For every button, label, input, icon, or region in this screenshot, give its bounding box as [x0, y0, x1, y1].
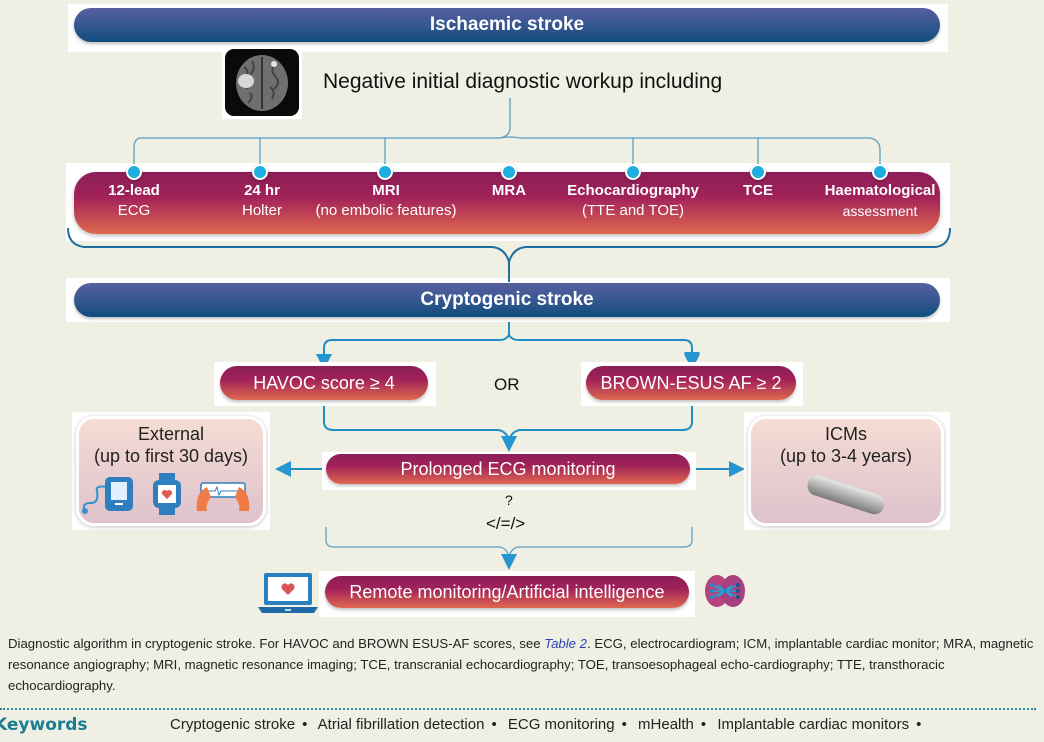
- test-echocardiography: Echocardiography (TTE and TOE): [567, 182, 699, 219]
- ischaemic-stroke-title: Ischaemic stroke: [74, 8, 940, 42]
- implantable-monitor-icon: [807, 475, 885, 515]
- test-dot: [126, 164, 142, 180]
- test-dot: [252, 164, 268, 180]
- ai-brain-icon: [704, 570, 746, 612]
- workup-bracket: [133, 98, 881, 170]
- figure-caption: Diagnostic algorithm in cryptogenic stro…: [8, 636, 1034, 693]
- havoc-score-box: HAVOC score ≥ 4: [220, 366, 428, 400]
- brown-esus-af-box: BROWN-ESUS AF ≥ 2: [586, 366, 796, 400]
- score-merge: [323, 400, 693, 444]
- keywords-label: Keywords: [0, 715, 88, 735]
- keywords-divider: [0, 708, 1036, 710]
- test-haematological: Haematological assessment: [824, 182, 936, 219]
- question-mark: ?: [505, 492, 513, 508]
- keyword: Atrial fibrillation detection: [317, 716, 485, 733]
- test-dot: [625, 164, 641, 180]
- test-tce: TCE: [743, 182, 773, 199]
- diagnostic-tests-bar: [74, 172, 940, 234]
- ischaemic-stroke-label: Ischaemic stroke: [429, 14, 585, 35]
- keyword: mHealth: [638, 716, 694, 733]
- brain-mri-icon: [222, 47, 302, 119]
- score-split: [323, 322, 692, 360]
- test-dot: [501, 164, 517, 180]
- external-monitoring-box: External (up to first 30 days): [76, 416, 266, 526]
- prolonged-ecg-monitoring-box: Prolonged ECG monitoring: [326, 454, 690, 484]
- icm-duration: (up to 3-4 years): [779, 446, 913, 466]
- comparison-symbol: </=/>: [486, 514, 526, 533]
- flow-connectors: [67, 98, 951, 570]
- test-dot: [377, 164, 393, 180]
- test-holter: 24 hr Holter: [241, 182, 283, 219]
- external-title: External: [137, 424, 205, 444]
- remote-monitoring-ai-box: Remote monitoring/Artificial intelligenc…: [325, 576, 689, 608]
- icm-title: ICMs: [825, 424, 867, 444]
- or-label: OR: [494, 375, 520, 394]
- workup-text: Negative initial diagnostic workup inclu…: [323, 70, 723, 93]
- keywords-list: Cryptogenic stroke• Atrial fibrillation …: [170, 716, 922, 733]
- blood-pressure-monitor-icon: [82, 477, 133, 514]
- keyword: Cryptogenic stroke: [170, 716, 296, 733]
- test-dot: [750, 164, 766, 180]
- keyword: ECG monitoring: [507, 716, 615, 733]
- test-mra: MRA: [491, 182, 527, 199]
- icm-box: ICMs (up to 3-4 years): [748, 416, 944, 526]
- external-duration: (up to first 30 days): [93, 446, 249, 466]
- keyword: Implantable cardiac monitors: [717, 716, 910, 733]
- test-dot: [872, 164, 888, 180]
- cryptogenic-stroke-title: Cryptogenic stroke: [74, 283, 940, 317]
- test-12-lead-ecg: 12-lead ECG: [108, 182, 160, 219]
- smartwatch-icon: [153, 473, 181, 515]
- handheld-ecg-icon: [196, 482, 250, 511]
- test-mri: MRI (no embolic features): [315, 182, 457, 219]
- table-2-link[interactable]: Table 2: [544, 636, 588, 651]
- laptop-heart-icon: [258, 571, 318, 615]
